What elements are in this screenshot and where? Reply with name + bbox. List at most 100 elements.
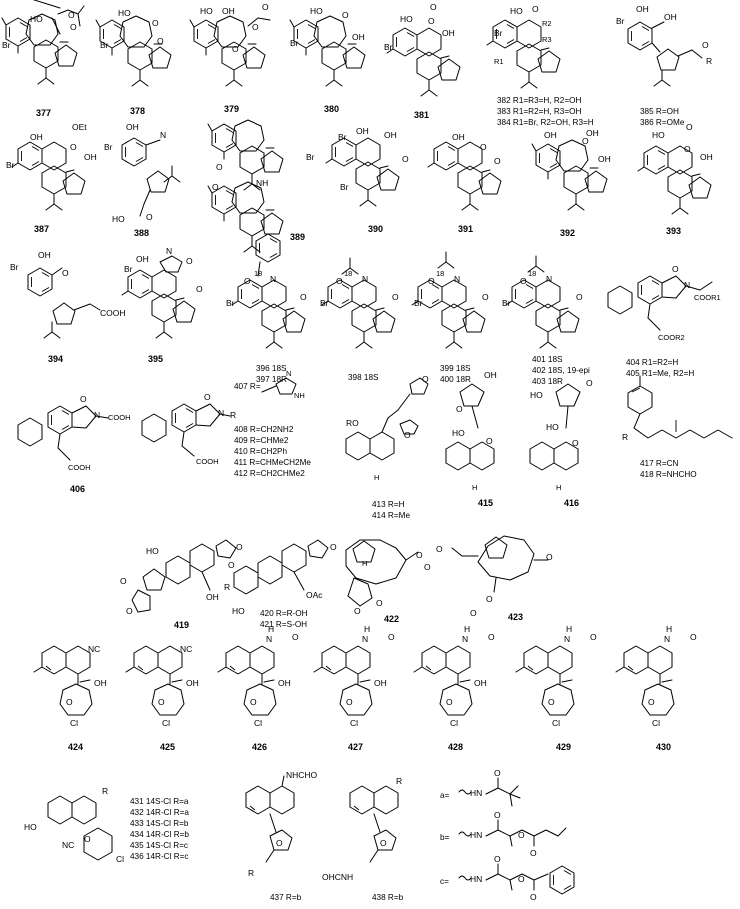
structure-416: O HO HO O H [529,378,593,492]
atom-r: R [230,410,236,420]
compound-label-438: 438 R=b [372,893,404,902]
atom-o: O [684,144,691,154]
atom-oh: OH [374,678,387,688]
atom-r: R [102,786,108,796]
structure-419: HO O O O OH [120,539,243,616]
compound-label-411: 411 R=CHMeCH2Me [234,458,311,467]
atom-cl: Cl [652,718,660,728]
compound-label-428: 428 [448,742,463,752]
atom-oh: OH [700,152,713,162]
atom-oh: OH [38,250,51,260]
atom-o: O [380,838,387,848]
atom-o: O [456,404,463,414]
atom-br: Br [104,142,113,152]
compound-label-384: 384 R1=Br, R2=OH, R3=H [497,118,594,127]
compound-label-409: 409 R=CHMe2 [234,436,289,445]
structure-407-412: O N R COOH N NH [141,369,305,466]
atom-o: O [576,292,583,302]
atom-o: O [342,10,349,20]
compound-label-413: 413 R=H [372,500,405,509]
structure-430: N H O O Cl [616,624,697,728]
compound-label-402: 402 18S, 19-epi [532,366,590,375]
atom-o: O [436,544,443,554]
compound-label-426: 426 [252,742,267,752]
atom-cooh: COOH [196,457,219,466]
atom-o: O [416,550,423,560]
atom-o: O [404,430,411,440]
compound-label-403: 403 18R [532,377,563,386]
atom-o: O [292,632,299,642]
atom-coor1: COOR1 [694,293,721,302]
atom-br: Br [100,40,109,50]
atom-o: O [66,697,73,707]
atom-n: N [94,410,100,420]
structure-423: O O O O O [424,535,553,618]
compound-label-386: 386 R=OMe [640,118,685,127]
compound-label-433: 433 14S-Cl R=b [130,819,189,828]
atom-br: Br [616,16,625,26]
structure-415: OH O HO O H [445,370,497,492]
compound-label-393: 393 [666,226,681,236]
atom-o: O [690,632,697,642]
atom-hn-b: HN [470,830,482,840]
atom-o: O [300,292,307,302]
structure-378: Br HO O O [96,8,171,86]
atom-ho: HO [232,606,245,616]
atom-n: N [270,274,276,284]
atom-nh: NH [256,178,268,188]
atom-oh: OH [384,130,397,140]
atom-o: O [494,854,501,864]
atom-n: N [664,634,670,644]
atom-o: O [428,276,435,286]
atom-cooh: COOH [108,413,131,422]
atom-nc: NC [88,644,100,654]
atom-oh: OH [186,678,199,688]
atom-n: N [286,369,291,378]
atom-o: O [546,552,553,562]
atom-oh: OH [136,254,149,264]
atom-hn-a: HN [470,788,482,798]
structure-404-405: O N COOR1 COOR2 [607,264,721,342]
structure-438: R O OHCNH [322,776,402,882]
structure-396-397: Br O N 18 O [226,233,307,348]
substituent-a: a= HN O [440,768,521,807]
atom-br: Br [502,298,511,308]
compound-label-382: 382 R1=R3=H, R2=OH [497,96,582,105]
atom-o: O [530,892,537,902]
atom-br: Br [6,160,15,170]
atom-o: O [244,276,251,286]
atom-ho: HO [310,6,323,16]
compound-label-388: 388 [134,228,149,238]
atom-n: N [160,130,166,140]
atom-br: Br [340,182,349,192]
compound-label-404: 404 R1=R2=H [626,358,678,367]
atom-n: N [462,634,468,644]
atom-cl: Cl [162,718,170,728]
atom-cl: Cl [350,718,358,728]
substituent-c: c= HN O O O [440,854,575,902]
structure-401-403: Br O N 18 O [502,255,583,348]
compound-label-398: 398 18S [348,373,379,382]
structure-389: Br NH O O [208,120,315,252]
structure-395: Br OH N O O [122,246,203,338]
compound-label-381: 381 [414,110,429,120]
compound-label-420: 420 R=R-OH [260,609,308,618]
atom-cl: Cl [450,718,458,728]
atom-o: O [330,542,337,552]
atom-r3: R3 [542,35,552,44]
atom-br: Br [10,262,19,272]
atom-oh: OH [352,32,365,42]
atom-br: Br [384,42,393,52]
atom-r1: R1 [494,57,504,66]
substituent-label-b: b= [440,833,450,842]
compound-label-396: 396 18S [256,364,287,373]
atom-o: O [158,697,165,707]
atom-o: O [648,697,655,707]
atom-hn-c: HN [470,874,482,884]
structure-377: Br HO O O [2,0,85,84]
structure-382-384: Br HO O R2 R3 R1 [487,4,560,88]
atom-o: O [494,810,501,820]
compound-label-427: 427 [348,742,363,752]
atom-r: R [248,868,254,878]
